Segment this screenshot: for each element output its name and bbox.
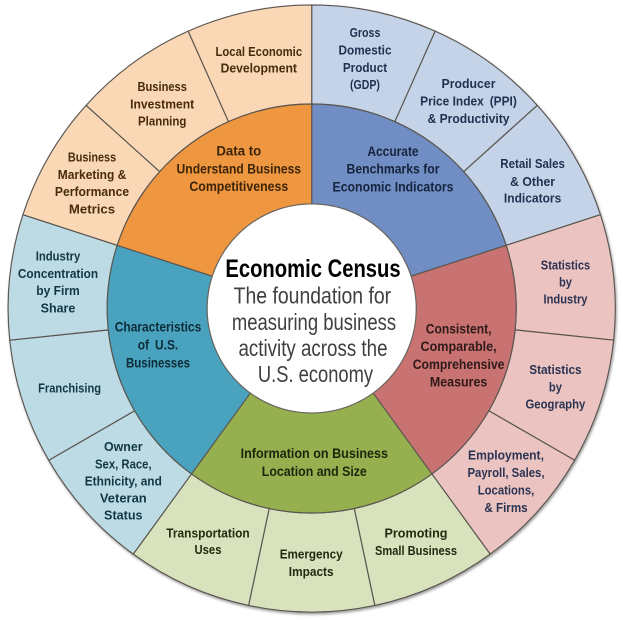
svg-text:Industry: Industry [544, 293, 588, 307]
svg-text:Sex, Race,: Sex, Race, [95, 457, 152, 471]
svg-text:Comprehensive: Comprehensive [413, 357, 505, 372]
svg-text:Characteristics: Characteristics [115, 320, 202, 335]
svg-text:Share: Share [41, 302, 76, 316]
svg-text:measuring business: measuring business [232, 309, 396, 335]
svg-text:Business: Business [138, 80, 187, 94]
svg-text:Uses: Uses [195, 543, 222, 557]
svg-text:Businesses: Businesses [126, 356, 190, 371]
svg-text:Investment: Investment [130, 97, 195, 111]
svg-text:Measures: Measures [430, 375, 487, 390]
svg-text:Locations,: Locations, [478, 484, 535, 498]
svg-text:by: by [549, 381, 562, 395]
svg-text:Statistics: Statistics [529, 363, 581, 377]
svg-text:Industry: Industry [36, 250, 81, 264]
svg-text:Business: Business [68, 151, 116, 165]
svg-text:Domestic: Domestic [339, 44, 392, 58]
svg-text:U.S. economy: U.S. economy [258, 361, 374, 387]
svg-text:Data to: Data to [216, 144, 261, 159]
svg-text:Geography: Geography [526, 398, 586, 412]
svg-text:Metrics: Metrics [69, 202, 115, 216]
svg-text:Small Business: Small Business [375, 544, 457, 558]
svg-text:Development: Development [221, 62, 298, 76]
svg-text:Competitiveness: Competitiveness [189, 179, 288, 194]
svg-text:Retail Sales: Retail Sales [500, 157, 565, 171]
svg-text:Producer: Producer [442, 77, 496, 91]
svg-text:(GDP): (GDP) [350, 78, 380, 92]
svg-text:Promoting: Promoting [385, 527, 448, 541]
svg-text:Benchmarks for: Benchmarks for [347, 162, 441, 177]
svg-text:Economic Census: Economic Census [225, 256, 400, 283]
svg-text:Local Economic: Local Economic [216, 45, 303, 59]
svg-text:Gross: Gross [350, 26, 381, 40]
svg-text:Consistent,: Consistent, [426, 321, 492, 336]
svg-text:Accurate: Accurate [367, 144, 419, 159]
svg-text:Concentration: Concentration [18, 267, 98, 281]
svg-text:Emergency: Emergency [280, 547, 343, 561]
svg-text:Marketing &: Marketing & [58, 168, 127, 182]
svg-text:Veteran: Veteran [100, 492, 147, 506]
svg-text:& Firms: & Firms [484, 501, 527, 515]
svg-text:Comparable,: Comparable, [421, 339, 497, 354]
svg-text:Statistics: Statistics [541, 259, 590, 273]
svg-text:by Firm: by Firm [36, 284, 80, 298]
svg-text:of U.S.: of U.S. [138, 338, 179, 353]
svg-text:Price Index (PPI): Price Index (PPI) [420, 95, 517, 109]
svg-text:Payroll, Sales,: Payroll, Sales, [467, 466, 544, 480]
svg-text:Performance: Performance [55, 185, 129, 199]
svg-text:by: by [559, 276, 572, 290]
svg-text:& Productivity: & Productivity [428, 112, 510, 126]
svg-text:The foundation for: The foundation for [234, 283, 392, 309]
svg-text:Planning: Planning [138, 114, 186, 128]
svg-text:Impacts: Impacts [289, 565, 334, 579]
svg-text:Franchising: Franchising [38, 382, 101, 396]
svg-text:Ethnicity, and: Ethnicity, and [85, 474, 162, 488]
svg-text:Product: Product [343, 61, 388, 75]
svg-text:activity across the: activity across the [239, 335, 388, 361]
svg-text:Status: Status [104, 509, 143, 523]
svg-text:Owner: Owner [104, 440, 143, 454]
svg-text:Employment,: Employment, [468, 449, 544, 463]
svg-text:Understand Business: Understand Business [177, 162, 302, 177]
svg-text:& Other: & Other [510, 175, 555, 189]
svg-text:Information on Business: Information on Business [241, 446, 388, 461]
svg-text:Economic Indicators: Economic Indicators [333, 179, 454, 194]
svg-text:Indicators: Indicators [504, 192, 561, 206]
svg-text:Transportation: Transportation [166, 527, 249, 541]
svg-text:Location and Size: Location and Size [262, 464, 367, 479]
